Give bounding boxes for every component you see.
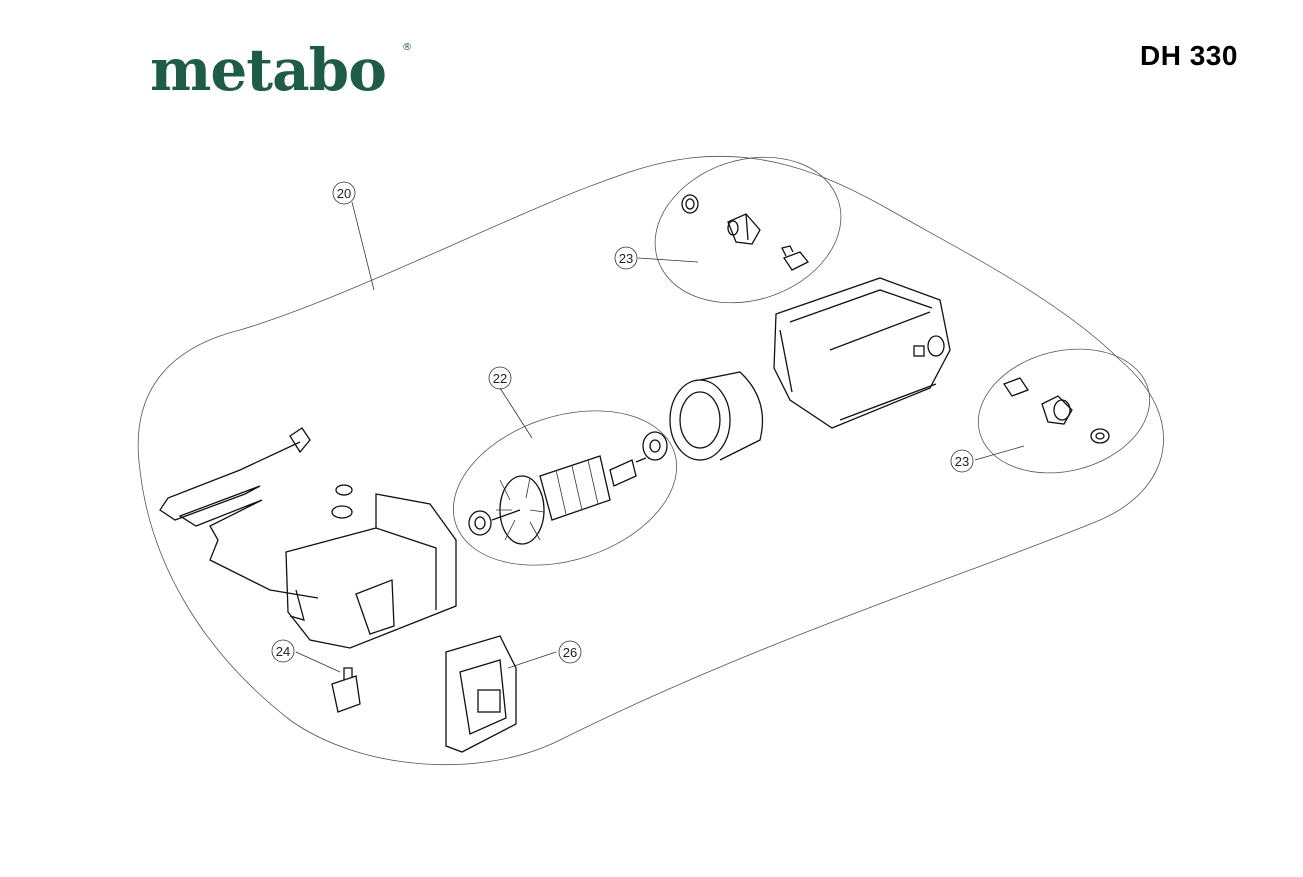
callout-26: 26 [558,640,582,664]
group-ellipse-22 [452,410,678,566]
carbon-brush-part-right [1003,377,1029,397]
fan-impeller [496,475,545,545]
callout-22: 22 [488,366,512,390]
callout-24: 24 [271,639,295,663]
svg-text:metabo: metabo [150,36,386,104]
callout-label: 22 [493,371,507,386]
cap-part-right [1090,428,1110,444]
small-washer [335,484,353,496]
callout-label: 20 [337,186,351,201]
carbon-brush-part [781,245,810,271]
metabo-logo: metabo ® [150,36,412,104]
callout-23a: 23 [614,246,638,270]
callout-label: 23 [955,454,969,469]
power-cord-part [159,427,319,599]
motor-housing-part [773,277,951,429]
callout-label: 23 [619,251,633,266]
rear-cover-part [285,493,457,649]
svg-text:®: ® [402,42,412,53]
callout-23b: 23 [950,449,974,473]
stator-part [669,371,764,461]
small-washer [331,505,353,519]
group-ellipse-23b [977,348,1151,474]
washer-part [681,194,699,214]
model-title: DH 330 [1140,40,1238,71]
brush-holder-part-right [1041,395,1073,425]
electronic-module-part [445,635,517,753]
armature-part [468,431,668,545]
callout-label: 24 [276,644,290,659]
callout-20: 20 [332,181,356,205]
callout-label: 26 [563,645,577,660]
group-outline-20 [137,155,1164,765]
switch-part [331,667,361,713]
brush-holder-part [727,213,761,245]
